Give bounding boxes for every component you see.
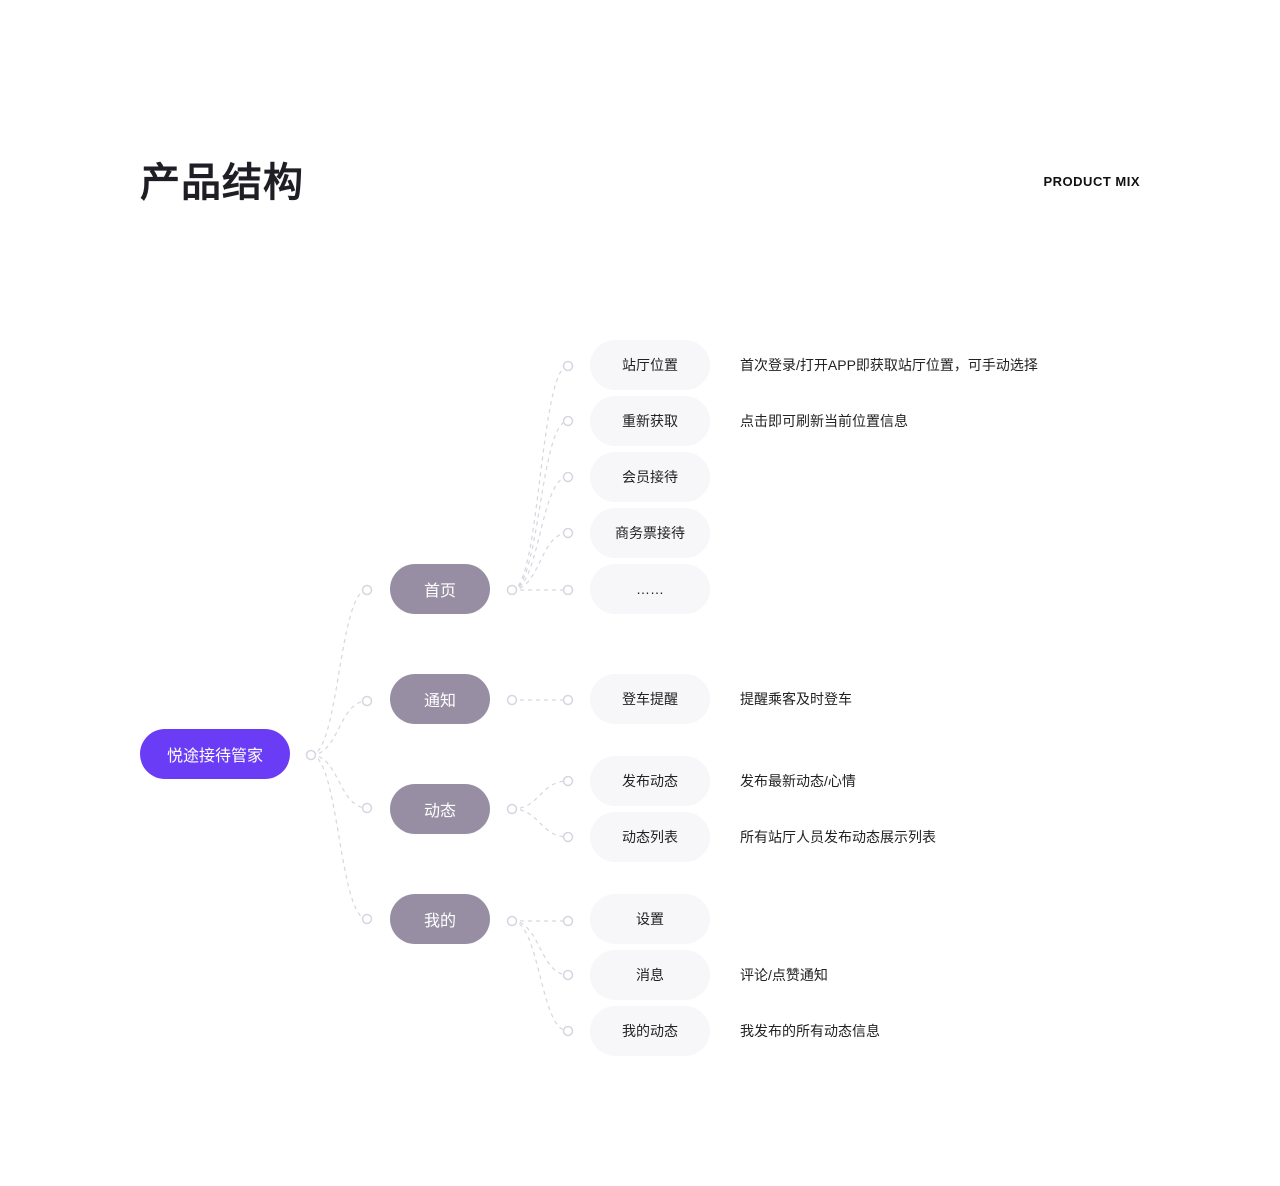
junction-dot bbox=[562, 415, 574, 427]
junction-dot bbox=[562, 584, 574, 596]
leaf-desc: 点击即可刷新当前位置信息 bbox=[740, 413, 908, 429]
connector-line bbox=[511, 920, 569, 976]
branch-moments[interactable]: 动态 bbox=[390, 784, 490, 834]
junction-dot bbox=[506, 694, 518, 706]
leaf-settings[interactable]: 设置 bbox=[590, 894, 710, 944]
junction-dot bbox=[506, 803, 518, 815]
leaf-messages[interactable]: 消息 bbox=[590, 950, 710, 1000]
junction-dot bbox=[562, 360, 574, 372]
branch-mine[interactable]: 我的 bbox=[390, 894, 490, 944]
leaf-desc: 我发布的所有动态信息 bbox=[740, 1023, 880, 1039]
junction-dot bbox=[562, 527, 574, 539]
junction-dot bbox=[562, 694, 574, 706]
connector-line bbox=[511, 808, 569, 838]
connector-line bbox=[511, 420, 569, 591]
connector-line bbox=[310, 754, 368, 920]
junction-dot bbox=[361, 802, 373, 814]
junction-dot bbox=[361, 913, 373, 925]
connector-line bbox=[511, 920, 569, 1032]
leaf-desc: 所有站厅人员发布动态展示列表 bbox=[740, 829, 936, 845]
connector-line bbox=[511, 532, 569, 591]
connector-line bbox=[511, 780, 569, 810]
page-title: 产品结构 bbox=[140, 161, 304, 205]
connector-line bbox=[310, 700, 368, 756]
junction-dot bbox=[562, 775, 574, 787]
connector-line bbox=[511, 476, 569, 591]
junction-dot bbox=[562, 1025, 574, 1037]
leaf-business-ticket[interactable]: 商务票接待 bbox=[590, 508, 710, 558]
leaf-desc: 提醒乘客及时登车 bbox=[740, 691, 852, 707]
leaf-station-location[interactable]: 站厅位置 bbox=[590, 340, 710, 390]
connector-line bbox=[310, 754, 368, 809]
leaf-my-moments[interactable]: 我的动态 bbox=[590, 1006, 710, 1056]
connector-line bbox=[511, 365, 569, 591]
branch-notify[interactable]: 通知 bbox=[390, 674, 490, 724]
junction-dot bbox=[305, 749, 317, 761]
junction-dot bbox=[562, 831, 574, 843]
leaf-post-moment[interactable]: 发布动态 bbox=[590, 756, 710, 806]
leaf-more[interactable]: …… bbox=[590, 564, 710, 614]
branch-home[interactable]: 首页 bbox=[390, 564, 490, 614]
leaf-desc: 发布最新动态/心情 bbox=[740, 773, 856, 789]
root-node[interactable]: 悦途接待管家 bbox=[140, 729, 290, 779]
connector-line bbox=[310, 589, 368, 756]
junction-dot bbox=[562, 471, 574, 483]
leaf-desc: 首次登录/打开APP即获取站厅位置，可手动选择 bbox=[740, 357, 1038, 373]
junction-dot bbox=[562, 969, 574, 981]
junction-dot bbox=[506, 915, 518, 927]
junction-dot bbox=[361, 584, 373, 596]
leaf-desc: 评论/点赞通知 bbox=[740, 967, 828, 983]
junction-dot bbox=[506, 584, 518, 596]
leaf-relocate[interactable]: 重新获取 bbox=[590, 396, 710, 446]
leaf-member-reception[interactable]: 会员接待 bbox=[590, 452, 710, 502]
leaf-boarding-reminder[interactable]: 登车提醒 bbox=[590, 674, 710, 724]
junction-dot bbox=[562, 915, 574, 927]
junction-dot bbox=[361, 695, 373, 707]
page-subtitle: PRODUCT MIX bbox=[1043, 174, 1140, 189]
leaf-moment-list[interactable]: 动态列表 bbox=[590, 812, 710, 862]
